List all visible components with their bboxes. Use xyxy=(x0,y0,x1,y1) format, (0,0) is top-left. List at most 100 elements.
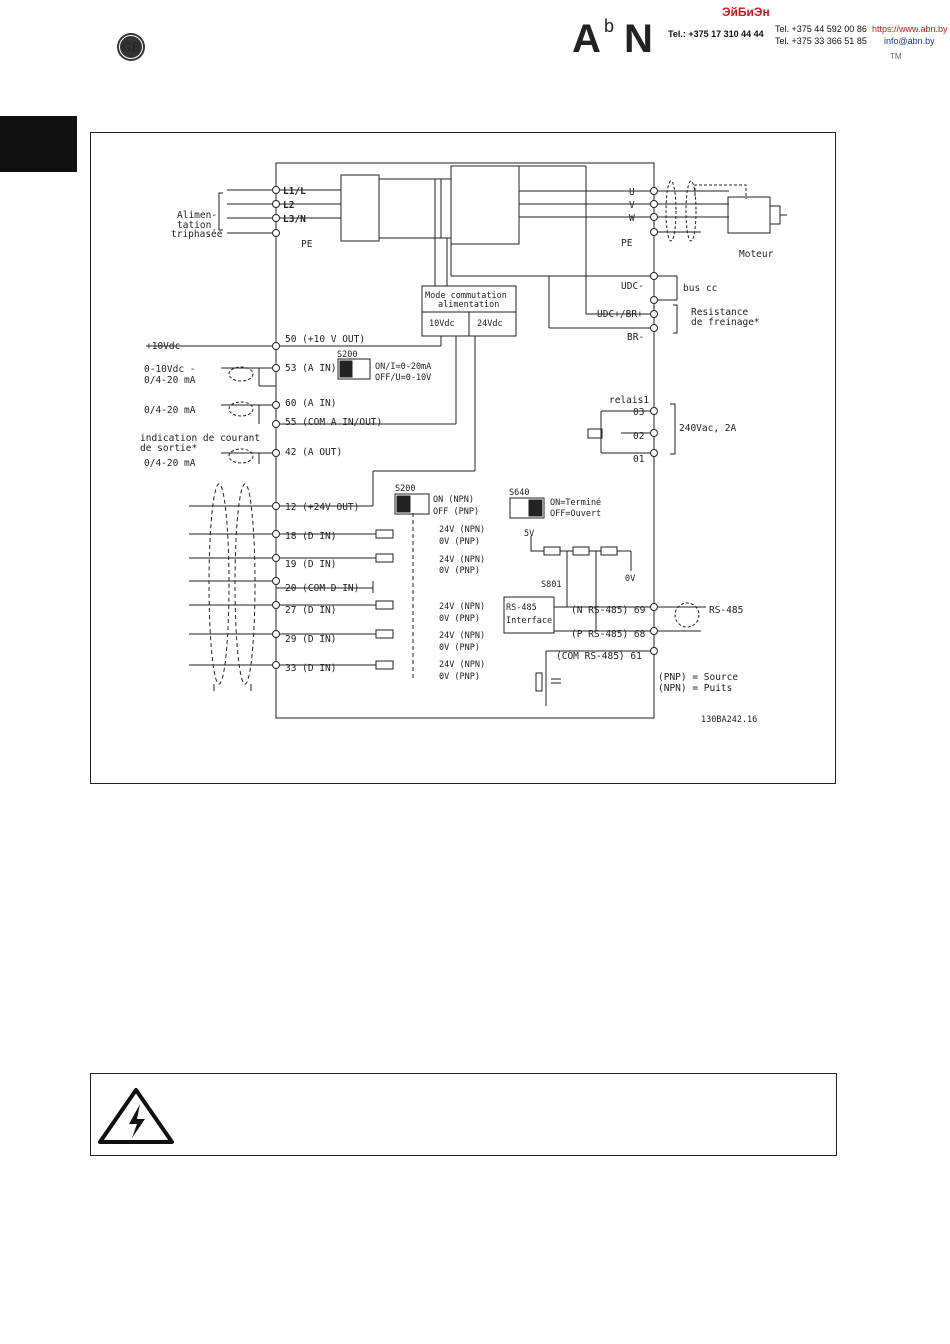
t55: 55 (COM A IN/OUT) xyxy=(285,417,382,428)
trademark: TM xyxy=(890,52,902,61)
relay-01: 01 xyxy=(633,454,645,465)
ain2-range: 0/4-20 mA xyxy=(144,405,196,416)
s640-label: S640 xyxy=(509,488,529,498)
di19-npn: 24V (NPN) xyxy=(439,555,485,565)
phase-v: V xyxy=(629,200,635,211)
t53: 53 (A IN) xyxy=(285,363,336,374)
ge-logo-icon: GE xyxy=(117,33,145,61)
di29-pnp: 0V (PNP) xyxy=(439,643,480,653)
s200-label-b: S200 xyxy=(395,484,415,494)
terminal-connector xyxy=(272,530,280,538)
phone-2: Tel. +375 44 592 00 86 xyxy=(775,24,867,34)
di29-npn: 24V (NPN) xyxy=(439,631,485,641)
v24-label: 24Vdc xyxy=(477,319,503,329)
t69: (N RS-485) 69 xyxy=(571,605,646,616)
rs485-if-2: Interface xyxy=(506,616,552,626)
di33-pnp: 0V (PNP) xyxy=(439,672,480,682)
t27: 27 (D IN) xyxy=(285,605,336,616)
terminal-connector xyxy=(650,627,658,635)
s640-on: ON=Terminé xyxy=(550,497,601,508)
supply-label-2: tation xyxy=(177,220,211,231)
mains-l2: L2 xyxy=(283,200,294,211)
phone-main: Tel.: +375 17 310 44 44 xyxy=(668,29,764,39)
ain-range-1: 0-10Vdc - xyxy=(144,364,195,375)
di33-npn: 24V (NPN) xyxy=(439,660,485,670)
relay-02: 02 xyxy=(633,431,644,442)
terminal-connector xyxy=(272,502,280,510)
terminal-connector xyxy=(650,407,658,415)
ind-label-2: de sortie* xyxy=(140,443,197,454)
terminal-connector xyxy=(650,324,658,332)
terminal-connector xyxy=(650,213,658,221)
smps-label-1: Mode commutation xyxy=(425,291,507,301)
t12: 12 (+24V OUT) xyxy=(285,502,359,513)
s200a-off: OFF/U=0-10V xyxy=(375,373,431,383)
phase-u: U xyxy=(629,187,635,198)
terminal-connector xyxy=(650,449,658,457)
terminal-connector xyxy=(650,228,658,236)
brake-resistor-2: de freinage* xyxy=(691,317,760,328)
terminal-connector xyxy=(272,342,280,350)
t42: 42 (A OUT) xyxy=(285,447,342,458)
mains-l3: L3/N xyxy=(283,214,306,225)
pe-left: PE xyxy=(301,239,313,250)
motor-label: Moteur xyxy=(739,249,774,260)
di18-pnp: 0V (PNP) xyxy=(439,537,480,547)
terminal-connector xyxy=(650,647,658,655)
t29: 29 (D IN) xyxy=(285,634,336,645)
abn-cyrillic-name: ЭйБиЭн xyxy=(722,5,770,19)
terminal-connector xyxy=(272,554,280,562)
smps-label-2: alimentation xyxy=(438,300,499,310)
udc-minus: UDC- xyxy=(621,281,644,292)
terminal-connector xyxy=(650,310,658,318)
terminal-connector xyxy=(272,214,280,222)
t68: (P RS-485) 68 xyxy=(571,629,646,640)
s640-off: OFF=Ouvert xyxy=(550,509,601,519)
terminal-connector xyxy=(272,577,280,585)
terminal-connector xyxy=(272,420,280,428)
terminal-connector xyxy=(272,364,280,372)
s801-label: S801 xyxy=(541,580,561,590)
di18-npn: 24V (NPN) xyxy=(439,525,485,535)
terminal-connector xyxy=(272,449,280,457)
ind-label-1: indication de courant xyxy=(140,433,260,444)
br-minus: BR- xyxy=(627,332,644,343)
terminal-connector xyxy=(650,429,658,437)
ain-range-2: 0/4-20 mA xyxy=(144,375,196,386)
website-link[interactable]: https://www.abn.by xyxy=(872,24,948,34)
supply-label-3: triphasée xyxy=(171,229,223,240)
terminal-connector xyxy=(650,187,658,195)
relay-label: relais1 xyxy=(609,395,649,406)
svg-text:b: b xyxy=(604,16,614,36)
t18: 18 (D IN) xyxy=(285,531,336,542)
legend-npn: (NPN) = Puits xyxy=(658,683,732,694)
diagram-code: 130BA242.16 xyxy=(701,715,757,725)
di27-pnp: 0V (PNP) xyxy=(439,614,480,624)
terminal-connector xyxy=(650,603,658,611)
terminal-connector xyxy=(650,296,658,304)
terminal-connector xyxy=(272,661,280,669)
di19-pnp: 0V (PNP) xyxy=(439,566,480,576)
email-link[interactable]: info@abn.by xyxy=(884,36,935,46)
terminal-connector xyxy=(272,200,280,208)
v5-label: 5V xyxy=(524,529,534,539)
wiring-diagram: Alimen- tation triphasée L1/L L2 L3/N PE… xyxy=(140,162,787,725)
pe-right: PE xyxy=(621,238,633,249)
v0-label: 0V xyxy=(625,574,635,584)
wiring-diagram-frame: Alimen- tation triphasée L1/L L2 L3/N PE… xyxy=(90,132,836,784)
s200b-off: OFF (PNP) xyxy=(433,507,479,517)
supply-label-1: Alimen- xyxy=(177,210,217,221)
svg-text:A: A xyxy=(572,17,601,58)
svg-text:N: N xyxy=(624,17,653,58)
phone-3: Tel. +375 33 366 51 85 xyxy=(775,36,867,46)
terminal-connector xyxy=(272,229,280,237)
terminal-connector xyxy=(650,272,658,280)
rs485-label: RS-485 xyxy=(709,605,743,616)
v10-label: 10Vdc xyxy=(429,319,455,329)
terminal-connector xyxy=(272,401,280,409)
relay-03: 03 xyxy=(633,407,644,418)
aout-range: 0/4-20 mA xyxy=(144,458,196,469)
s200-label-a: S200 xyxy=(337,350,357,360)
phase-w: W xyxy=(629,213,635,224)
plus10-label: +10Vdc xyxy=(146,341,180,352)
